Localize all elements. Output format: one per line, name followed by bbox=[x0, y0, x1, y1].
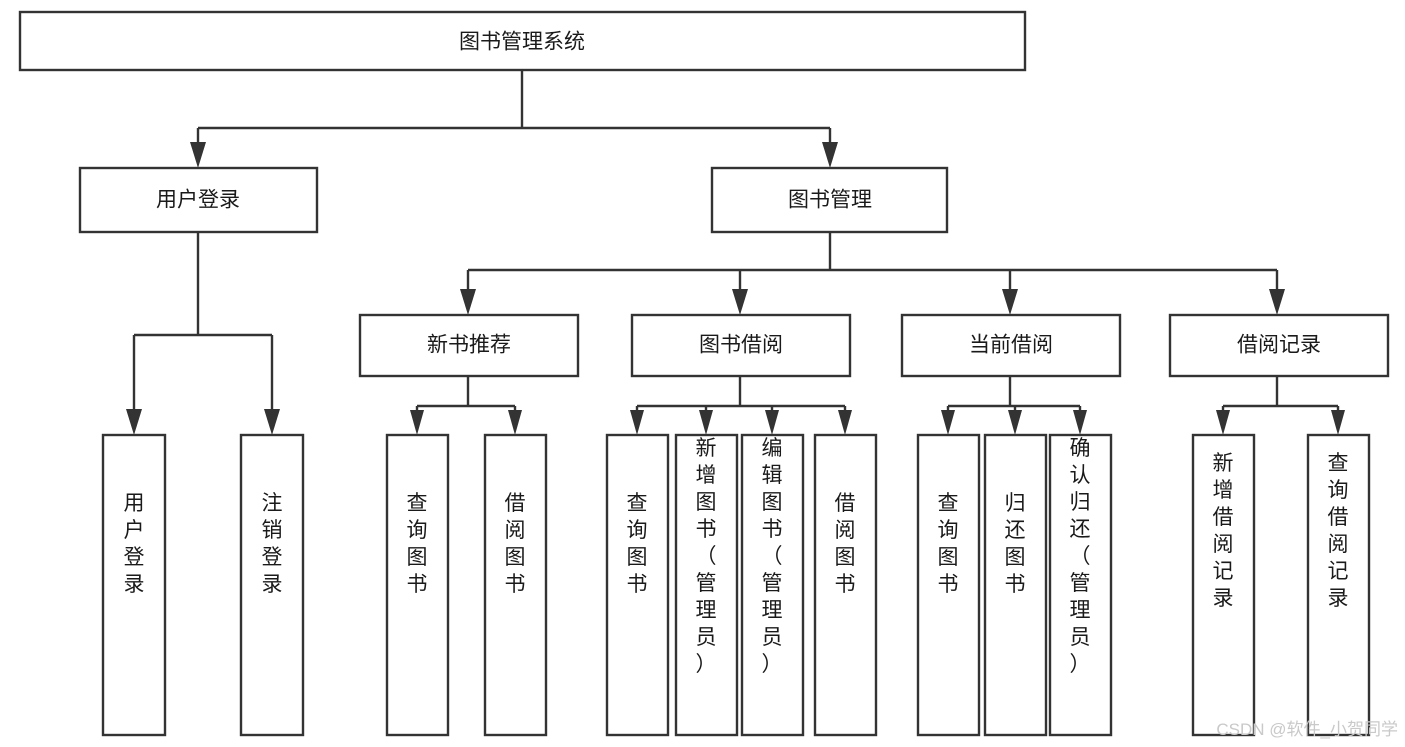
node-root-system-label: 图书管理系统 bbox=[459, 31, 585, 54]
arrow-icon-borrow-record bbox=[1269, 289, 1285, 315]
node-root-system-box[interactable] bbox=[18, 10, 1027, 72]
node-leaf-query-book-1-label: 查询图书 bbox=[407, 492, 428, 596]
node-leaf-add-borrow-record-box[interactable] bbox=[1191, 433, 1256, 737]
node-leaf-edit-book-label: 编辑图书（管理员） bbox=[762, 437, 783, 676]
node-leaf-query-borrow-record[interactable]: 查询借阅记录 bbox=[1306, 433, 1371, 737]
arrow-icon-cb-leaf3 bbox=[1073, 410, 1087, 435]
node-leaf-return-book-box[interactable] bbox=[983, 433, 1048, 737]
node-book-borrow[interactable]: 图书借阅 bbox=[630, 313, 852, 378]
node-leaf-logout-login-label: 注销登录 bbox=[262, 492, 283, 596]
node-leaf-add-borrow-record-label: 新增借阅记录 bbox=[1213, 452, 1234, 610]
node-leaf-add-book-box[interactable] bbox=[674, 433, 739, 737]
node-leaf-query-borrow-record-label: 查询借阅记录 bbox=[1328, 452, 1349, 610]
node-leaf-logout-login-box[interactable] bbox=[239, 433, 305, 737]
node-leaf-borrow-book-2-label: 借阅图书 bbox=[835, 492, 856, 596]
node-leaf-query-book-2-box[interactable] bbox=[605, 433, 670, 737]
node-leaf-confirm-return-label: 确认归还（管理员） bbox=[1070, 437, 1091, 676]
node-leaf-user-login-box[interactable] bbox=[101, 433, 167, 737]
node-leaf-borrow-book-1[interactable]: 借阅图书 bbox=[483, 433, 548, 737]
arrow-icon-ul-leaf2 bbox=[264, 409, 280, 435]
arrow-icon-br-leaf1 bbox=[1216, 410, 1230, 435]
node-leaf-add-borrow-record[interactable]: 新增借阅记录 bbox=[1191, 433, 1256, 737]
node-leaf-confirm-return[interactable]: 确认归还（管理员） bbox=[1048, 433, 1113, 737]
node-new-book-recommend-box[interactable] bbox=[358, 313, 580, 378]
node-leaf-borrow-book-1-label: 借阅图书 bbox=[505, 492, 526, 596]
node-leaf-query-book-3-box[interactable] bbox=[916, 433, 981, 737]
node-leaf-query-book-3-label: 查询图书 bbox=[938, 492, 959, 596]
node-current-borrow-box[interactable] bbox=[900, 313, 1122, 378]
node-book-borrow-box[interactable] bbox=[630, 313, 852, 378]
node-leaf-user-login-label: 用户登录 bbox=[124, 492, 145, 596]
arrow-icon-bb-leaf4 bbox=[838, 410, 852, 435]
node-book-management[interactable]: 图书管理 bbox=[710, 166, 949, 234]
arrow-icon-bb-leaf1 bbox=[630, 410, 644, 435]
node-leaf-borrow-book-2-box[interactable] bbox=[813, 433, 878, 737]
arrow-icon-book-management bbox=[822, 142, 838, 168]
arrow-icon-current-borrow bbox=[1002, 289, 1018, 315]
node-leaf-return-book[interactable]: 归还图书 bbox=[983, 433, 1048, 737]
arrow-icon-book-borrow bbox=[732, 289, 748, 315]
node-new-book-recommend[interactable]: 新书推荐 bbox=[358, 313, 580, 378]
node-current-borrow[interactable]: 当前借阅 bbox=[900, 313, 1122, 378]
node-leaf-query-book-2[interactable]: 查询图书 bbox=[605, 433, 670, 737]
node-leaf-borrow-book-1-box[interactable] bbox=[483, 433, 548, 737]
node-leaf-add-book[interactable]: 新增图书（管理员） bbox=[674, 433, 739, 737]
node-leaf-user-login[interactable]: 用户登录 bbox=[101, 433, 167, 737]
arrow-icon-bb-leaf2 bbox=[699, 410, 713, 435]
arrow-icon-br-leaf2 bbox=[1331, 410, 1345, 435]
arrow-icon-ul-leaf1 bbox=[126, 409, 142, 435]
node-new-book-recommend-label: 新书推荐 bbox=[427, 334, 511, 357]
arrow-icon-nb-leaf1 bbox=[410, 410, 424, 435]
node-leaf-query-book-3[interactable]: 查询图书 bbox=[916, 433, 981, 737]
node-book-borrow-label: 图书借阅 bbox=[699, 334, 783, 357]
node-borrow-record-box[interactable] bbox=[1168, 313, 1390, 378]
node-book-management-label: 图书管理 bbox=[788, 189, 872, 212]
node-leaf-query-book-1[interactable]: 查询图书 bbox=[385, 433, 450, 737]
node-leaf-borrow-book-2[interactable]: 借阅图书 bbox=[813, 433, 878, 737]
node-leaf-confirm-return-box[interactable] bbox=[1048, 433, 1113, 737]
csdn-watermark: CSDN @软件_小贺同学 bbox=[1216, 720, 1398, 739]
arrow-icon-cb-leaf2 bbox=[1008, 410, 1022, 435]
node-leaf-return-book-label: 归还图书 bbox=[1005, 492, 1026, 596]
node-user-login-label: 用户登录 bbox=[156, 189, 240, 212]
node-root-system[interactable]: 图书管理系统 bbox=[18, 10, 1027, 72]
node-borrow-record-label: 借阅记录 bbox=[1237, 334, 1321, 357]
arrow-icon-nb-leaf2 bbox=[508, 410, 522, 435]
node-leaf-query-book-1-box[interactable] bbox=[385, 433, 450, 737]
arrow-icon-user-login bbox=[190, 142, 206, 168]
node-current-borrow-label: 当前借阅 bbox=[969, 334, 1053, 357]
arrow-icon-new-book bbox=[460, 289, 476, 315]
node-user-login[interactable]: 用户登录 bbox=[78, 166, 319, 234]
node-leaf-query-borrow-record-box[interactable] bbox=[1306, 433, 1371, 737]
node-leaf-edit-book-box[interactable] bbox=[740, 433, 805, 737]
arrow-icon-bb-leaf3 bbox=[765, 410, 779, 435]
node-leaf-query-book-2-label: 查询图书 bbox=[627, 492, 648, 596]
arrow-icon-cb-leaf1 bbox=[941, 410, 955, 435]
node-leaf-add-book-label: 新增图书（管理员） bbox=[696, 437, 717, 676]
node-leaf-logout-login[interactable]: 注销登录 bbox=[239, 433, 305, 737]
node-book-management-box[interactable] bbox=[710, 166, 949, 234]
connector-layer bbox=[126, 70, 1345, 435]
node-borrow-record[interactable]: 借阅记录 bbox=[1168, 313, 1390, 378]
node-user-login-box[interactable] bbox=[78, 166, 319, 234]
node-leaf-edit-book[interactable]: 编辑图书（管理员） bbox=[740, 433, 805, 737]
